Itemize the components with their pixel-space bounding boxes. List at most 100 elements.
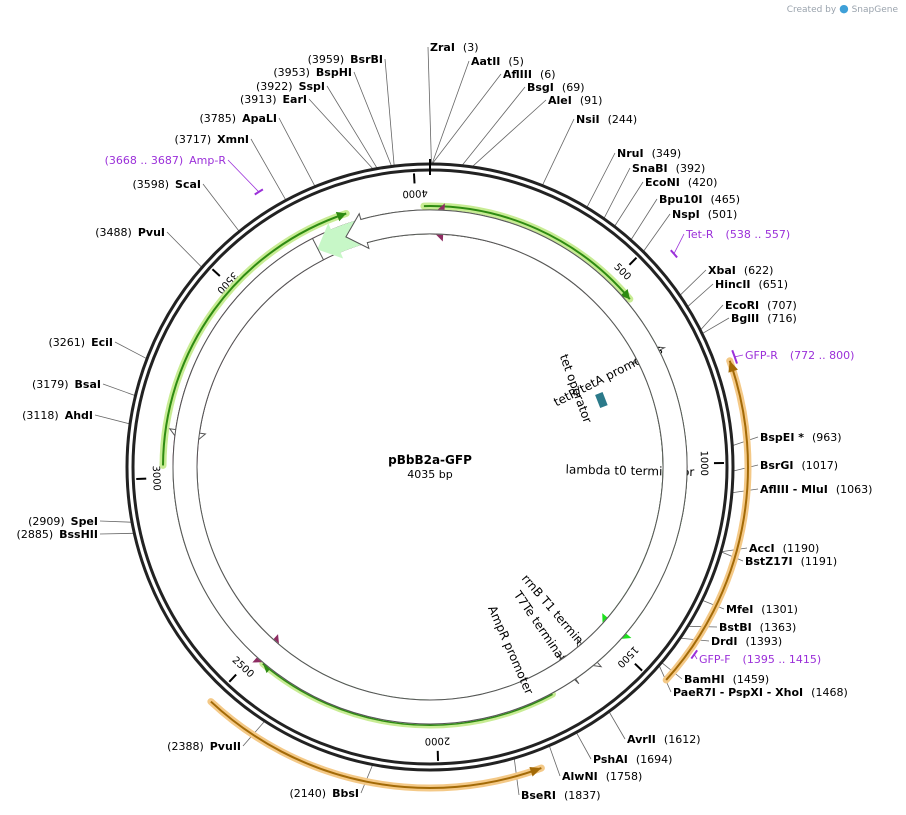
primer-leader-line bbox=[673, 233, 685, 254]
enzyme-position: (5) bbox=[508, 55, 524, 68]
enzyme-name: AflIII bbox=[503, 68, 532, 81]
tick-mark bbox=[634, 662, 643, 672]
enzyme-bsai: (3179)BsaI bbox=[32, 378, 101, 391]
enzyme-apali: (3785)ApaLI bbox=[200, 112, 278, 125]
enzyme-mfei: MfeI(1301) bbox=[726, 603, 798, 616]
orf-arc bbox=[210, 700, 542, 789]
enzyme-position: (465) bbox=[711, 193, 741, 206]
leader-line bbox=[427, 46, 432, 164]
enzyme-name: DrdI bbox=[711, 635, 738, 648]
tick-mark bbox=[211, 268, 221, 277]
leader-line bbox=[472, 99, 547, 167]
leader-line bbox=[609, 712, 626, 740]
enzyme-alwni: AlwNI(1758) bbox=[562, 770, 642, 783]
backbone bbox=[125, 159, 735, 772]
enzyme-bpu10i: Bpu10I (465) bbox=[659, 193, 740, 206]
primer-leader-line bbox=[693, 654, 698, 660]
enzyme-name: BbsI bbox=[332, 787, 359, 800]
enzyme-name: SpeI bbox=[71, 515, 98, 528]
enzyme-position: (2885) bbox=[17, 528, 54, 541]
enzyme-nsii: NsiI(244) bbox=[576, 113, 637, 126]
enzyme-name: AvrII bbox=[627, 733, 656, 746]
enzyme-name: EarI bbox=[283, 93, 307, 106]
orf-arrowhead bbox=[728, 360, 738, 373]
orf-arc bbox=[423, 205, 631, 300]
feature-lambda-t0-terminator-label: lambda t0 terminator bbox=[565, 462, 694, 479]
leader-line bbox=[326, 85, 378, 168]
primer-amp-r: (3668 .. 3687)Amp-R bbox=[105, 154, 227, 167]
leader-line bbox=[166, 231, 202, 268]
enzyme-nrui: NruI(349) bbox=[617, 147, 681, 160]
leader-line bbox=[384, 58, 395, 166]
enzyme-position: (3598) bbox=[132, 178, 169, 191]
leader-line bbox=[94, 414, 130, 425]
enzyme-pvui: (3488)PvuI bbox=[95, 226, 165, 239]
leader-line bbox=[431, 60, 470, 164]
orf-arrowhead bbox=[529, 766, 542, 777]
leader-line bbox=[687, 283, 714, 307]
snapgene-logo-icon: ● bbox=[839, 2, 849, 15]
enzyme-name: ZraI bbox=[430, 41, 455, 54]
leader-line bbox=[99, 532, 134, 535]
orf-arc bbox=[262, 662, 553, 726]
orf-arc bbox=[162, 212, 347, 466]
leader-line bbox=[278, 117, 315, 186]
leader-line bbox=[700, 304, 724, 330]
enzyme-aatii: AatII(5) bbox=[471, 55, 524, 68]
enzyme-bsgi: BsgI(69) bbox=[527, 81, 585, 94]
leader-line bbox=[99, 520, 132, 523]
tick-label: 4000 bbox=[402, 187, 428, 199]
primer-position: (1395 .. 1415) bbox=[743, 653, 822, 666]
enzyme-xbai: XbaI(622) bbox=[708, 264, 773, 277]
enzyme-position: (3) bbox=[463, 41, 479, 54]
enzyme-name: AleI bbox=[548, 94, 572, 107]
feature-ampr-promoter bbox=[172, 209, 688, 725]
enzyme-position: (707) bbox=[767, 299, 797, 312]
leader-line bbox=[102, 383, 135, 396]
enzyme-eari: (3913) EarI bbox=[240, 93, 307, 106]
snapgene-watermark: Created by ● SnapGene bbox=[787, 2, 898, 15]
enzyme-bglii: BglII(716) bbox=[731, 312, 797, 325]
enzyme-name: PvuI bbox=[138, 226, 165, 239]
enzyme-name: Bpu10I bbox=[659, 193, 703, 206]
primer-site bbox=[670, 249, 678, 259]
enzyme-name: XmnI bbox=[217, 133, 249, 146]
enzyme-position: (1191) bbox=[801, 555, 838, 568]
enzyme-name: NruI bbox=[617, 147, 644, 160]
enzyme-position: (3953) bbox=[273, 66, 310, 79]
enzyme-position: (1393) bbox=[746, 635, 783, 648]
leader-line bbox=[586, 152, 616, 207]
primer-name: GFP-F bbox=[699, 653, 731, 666]
enzyme-name: HincII bbox=[715, 278, 751, 291]
enzyme-bbsi: (2140)BbsI bbox=[290, 787, 359, 800]
tick-label: 1000 bbox=[698, 450, 709, 476]
enzyme-position: (501) bbox=[708, 208, 738, 221]
enzyme-snabi: SnaBI(392) bbox=[632, 162, 705, 175]
enzyme-name: SspI bbox=[299, 80, 325, 93]
enzyme-ecii: (3261)EciI bbox=[49, 336, 113, 349]
primer-site bbox=[254, 188, 264, 196]
primer-name: Tet-R bbox=[685, 228, 714, 241]
leader-line bbox=[576, 733, 592, 760]
enzyme-bspei: BspEI *(963) bbox=[760, 431, 842, 444]
enzyme-name: PaeR7I - PspXI - XhoI bbox=[673, 686, 803, 699]
feature-tet-operator bbox=[595, 392, 608, 409]
enzyme-spei: (2909)SpeI bbox=[28, 515, 98, 528]
leader-line bbox=[353, 71, 392, 166]
enzyme-name: SnaBI bbox=[632, 162, 668, 175]
enzyme-position: (1837) bbox=[564, 789, 601, 802]
enzyme-name: AflIII - MluI bbox=[760, 483, 828, 496]
enzyme-scai: (3598)ScaI bbox=[132, 178, 201, 191]
enzyme-position: (3959) bbox=[308, 53, 345, 66]
enzyme-name: ApaLI bbox=[242, 112, 277, 125]
enzyme-bsshii: (2885)BssHII bbox=[17, 528, 98, 541]
enzyme-bsrgi: BsrGI(1017) bbox=[760, 459, 838, 472]
enzyme-name: NspI bbox=[672, 208, 700, 221]
enzyme-position: (1301) bbox=[761, 603, 798, 616]
enzyme-position: (2388) bbox=[167, 740, 204, 753]
enzyme-position: (3913) bbox=[240, 93, 277, 106]
leader-line bbox=[308, 98, 373, 169]
enzyme-position: (622) bbox=[744, 264, 774, 277]
